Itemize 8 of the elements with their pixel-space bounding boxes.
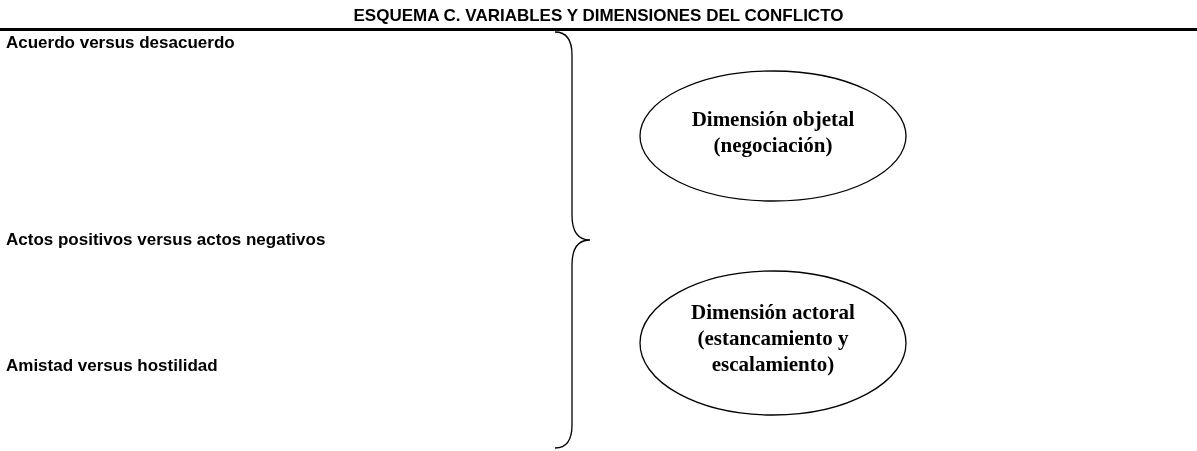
title: ESQUEMA C. VARIABLES Y DIMENSIONES DEL CONFLICTO xyxy=(352,6,845,26)
dimension-ellipse xyxy=(639,270,907,416)
dimension-label: Dimensión objetal (negociación) xyxy=(690,106,856,158)
dimension-label: Dimensión actoral (estancamiento y escalamiento) xyxy=(690,299,856,377)
variable-label: Acuerdo versus desacuerdo xyxy=(6,33,235,53)
variable-label: Actos positivos versus actos negativos xyxy=(6,230,326,250)
dimension-ellipse xyxy=(639,70,907,202)
variable-label: Amistad versus hostilidad xyxy=(6,356,218,376)
